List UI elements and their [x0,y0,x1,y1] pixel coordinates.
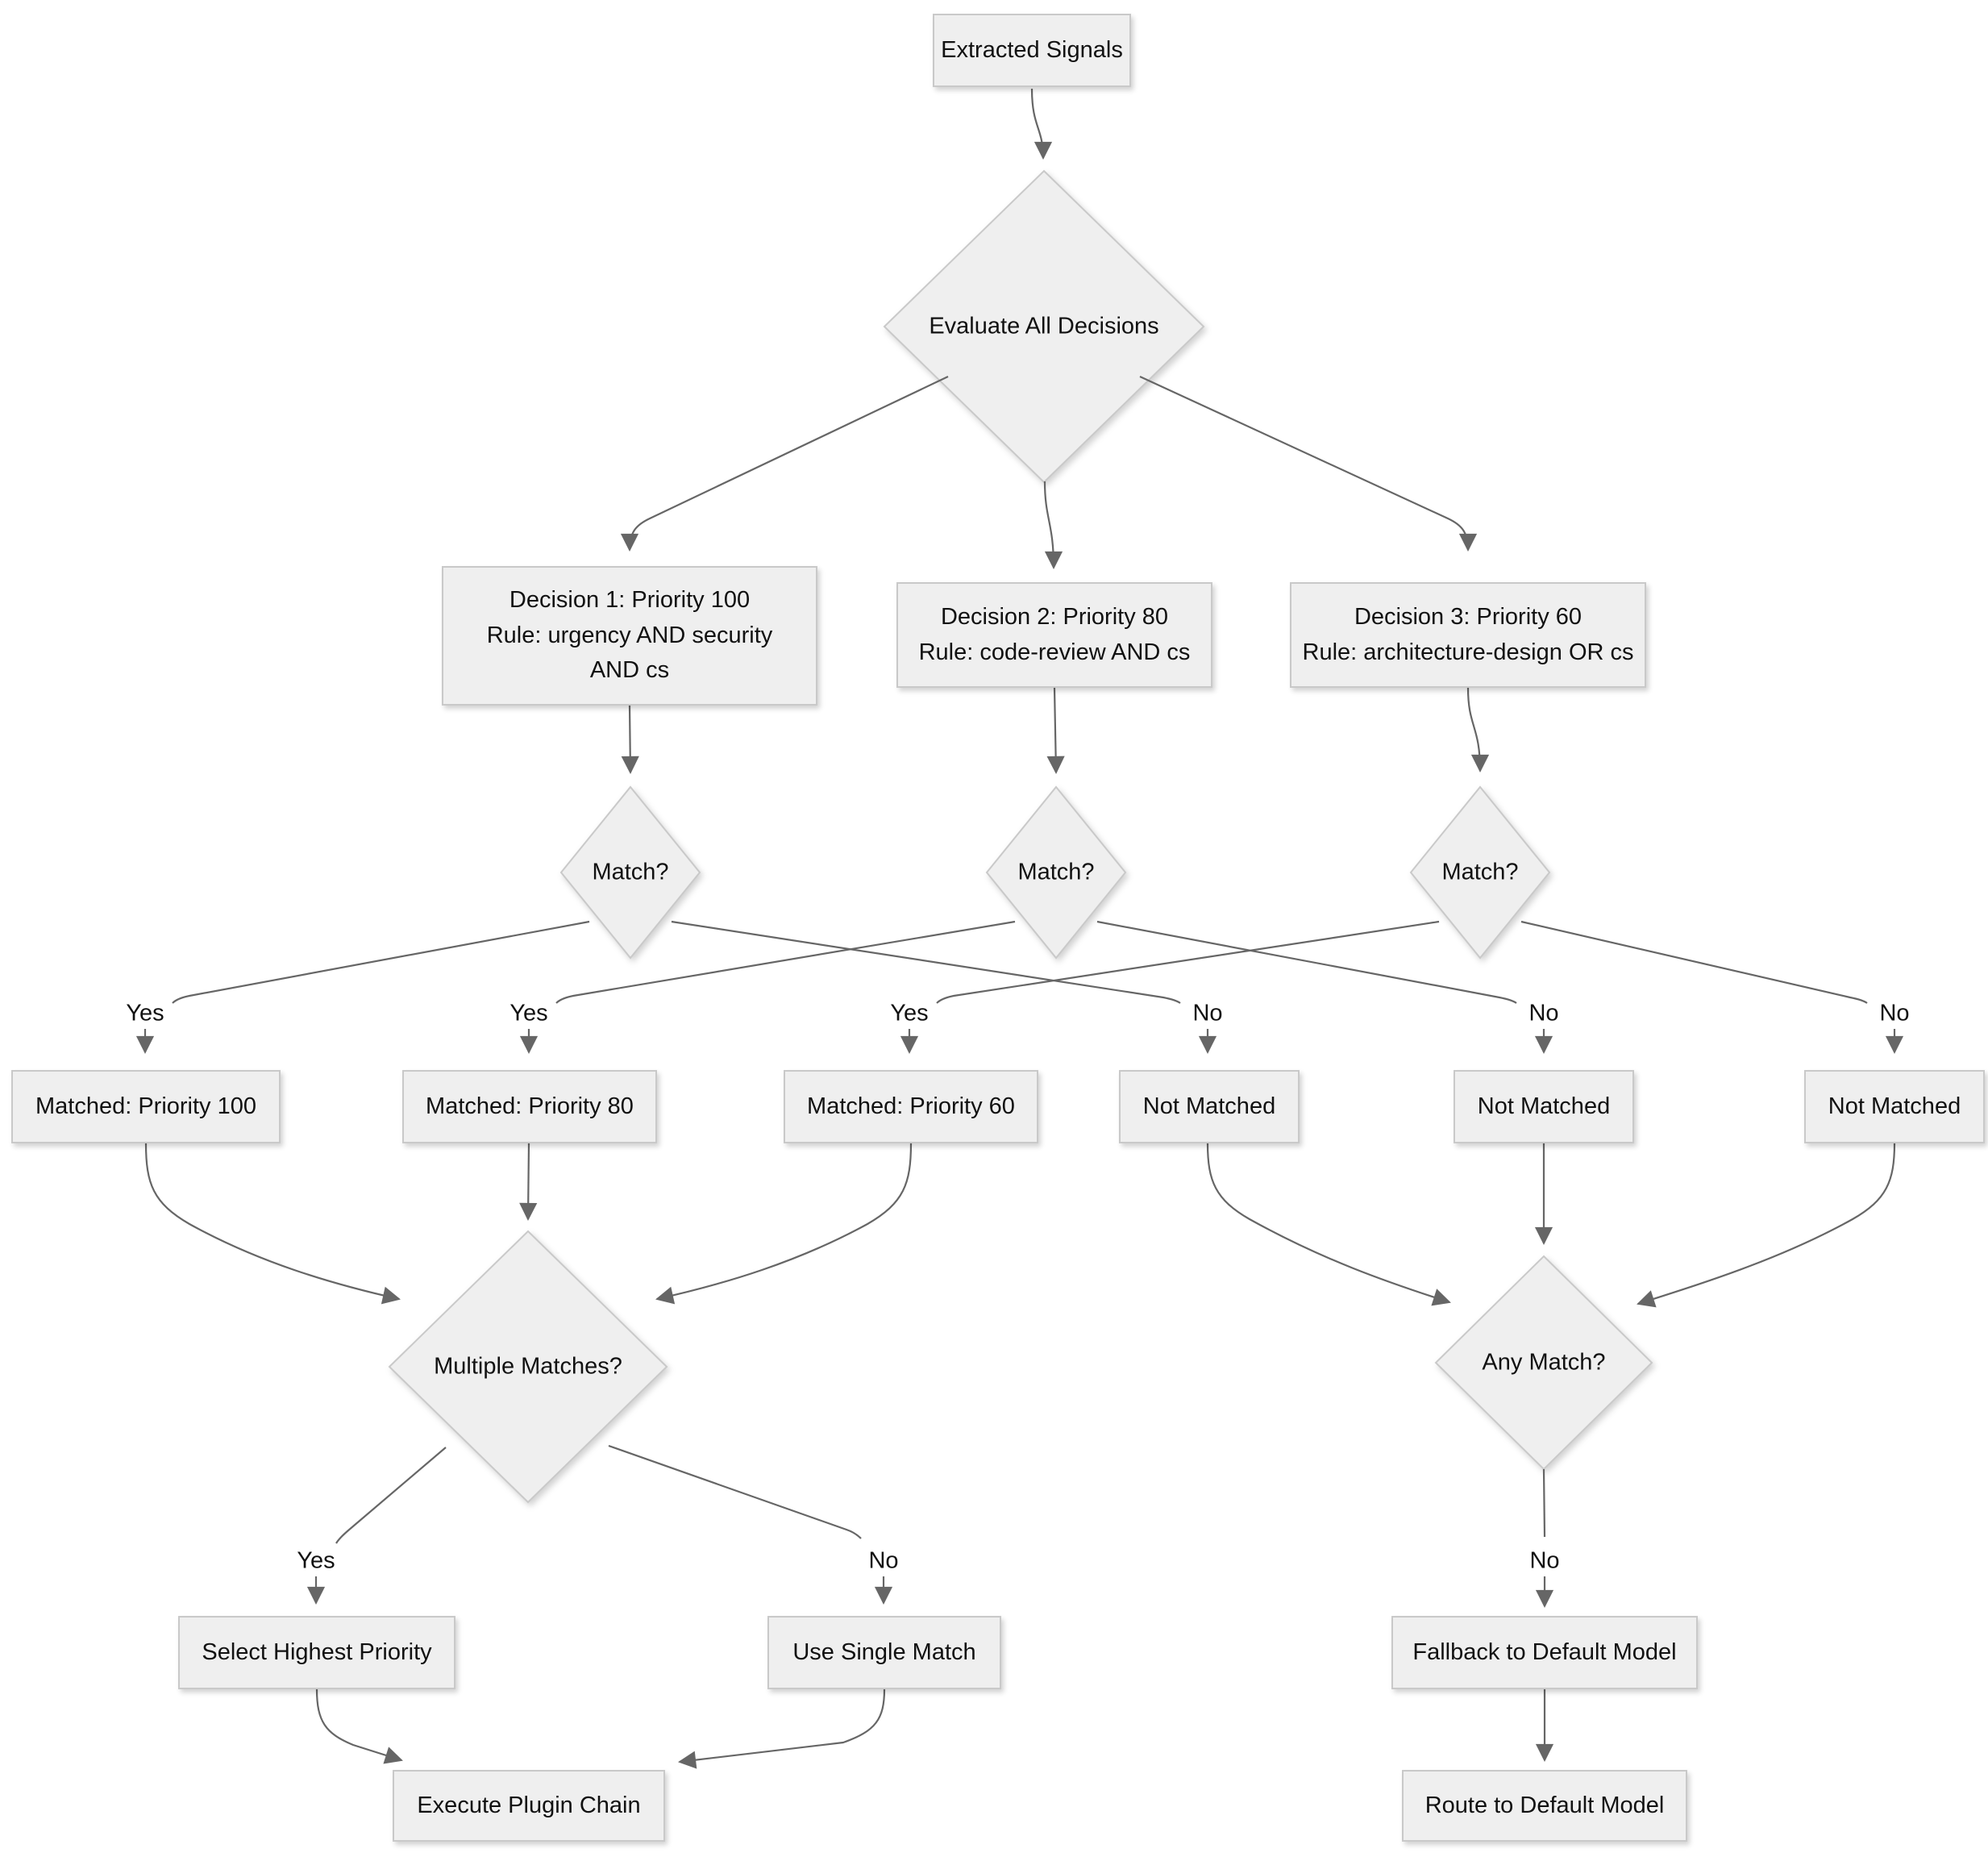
edge-anymatch-no-line [1542,1468,1546,1538]
node-execute-plugin-chain: Execute Plugin Chain [393,1770,665,1842]
edge-label-no-2: No [1524,1000,1563,1027]
edge-multiple-no-line [608,1444,862,1539]
edge-matched80-to-multiple [519,1143,538,1222]
label-match-3: Match? [1441,859,1519,885]
edge-match2-yes-line [555,920,1016,1004]
edge-evaluate-to-decision2 [1043,481,1063,570]
node-use-single-match: Use Single Match [767,1616,1001,1689]
node-route-to-default-model: Route to Default Model [1402,1770,1687,1842]
edge-notmatched1-to-anymatch [1206,1143,1451,1306]
edge-label-yes-3: Yes [886,1000,933,1027]
edge-match1-yes-line [172,920,590,1004]
node-matched-priority-60: Matched: Priority 60 [784,1070,1038,1143]
node-matched-priority-80: Matched: Priority 80 [402,1070,657,1143]
multiple-matches-diamond [388,1230,668,1504]
edge-notmatched3-to-anymatch [1637,1143,1896,1308]
node-not-matched-2: Not Matched [1454,1070,1634,1143]
edge-label-no-4: No [864,1547,903,1575]
label-evaluate-all-decisions: Evaluate All Decisions [929,313,1159,339]
edge-label-yes-2: Yes [505,1000,552,1027]
edge-extracted-to-evaluate [1030,88,1053,160]
edge-evaluate-to-decision1 [620,376,949,552]
label-match-2: Match? [1017,859,1095,885]
edge-label-yes-4: Yes [293,1547,339,1575]
match2-diamond [985,785,1127,960]
edge-label-no-3: No [1875,1000,1914,1027]
edge-match2-no-line [1096,920,1517,1004]
node-extracted-signals: Extracted Signals [933,14,1131,87]
label-match-1: Match? [592,859,669,885]
node-not-matched-3: Not Matched [1804,1070,1985,1143]
node-fallback-to-default-model: Fallback to Default Model [1391,1616,1698,1689]
match3-diamond [1409,785,1551,960]
edge-label-yes-1: Yes [122,1000,168,1027]
edge-select-to-execute [315,1688,403,1764]
edge-single-to-execute [677,1688,886,1769]
edge-multiple-yes-line [335,1447,447,1544]
edge-matched60-to-multiple [655,1143,913,1305]
edge-match3-yes-line [936,920,1440,1004]
node-decision-3: Decision 3: Priority 60 Rule: architectu… [1290,582,1646,688]
edge-match3-no-line [1520,920,1868,1004]
edge-label-no-5: No [1525,1547,1564,1575]
node-select-highest-priority: Select Highest Priority [178,1616,455,1689]
edge-evaluate-to-decision3 [1139,376,1478,552]
match1-diamond [559,785,701,960]
edge-match1-no-line [671,920,1181,1004]
label-any-match: Any Match? [1482,1349,1606,1376]
edge-label-no-1: No [1188,1000,1227,1027]
edge-decision3-to-match3 [1466,687,1490,773]
edge-decision2-to-match2 [1046,687,1065,775]
label-multiple-matches: Multiple Matches? [434,1353,622,1380]
node-decision-2: Decision 2: Priority 80 Rule: code-revie… [896,582,1212,688]
node-decision-1: Decision 1: Priority 100 Rule: urgency A… [442,566,817,706]
node-matched-priority-100: Matched: Priority 100 [11,1070,281,1143]
edge-matched100-to-multiple [144,1143,401,1305]
node-not-matched-1: Not Matched [1119,1070,1300,1143]
